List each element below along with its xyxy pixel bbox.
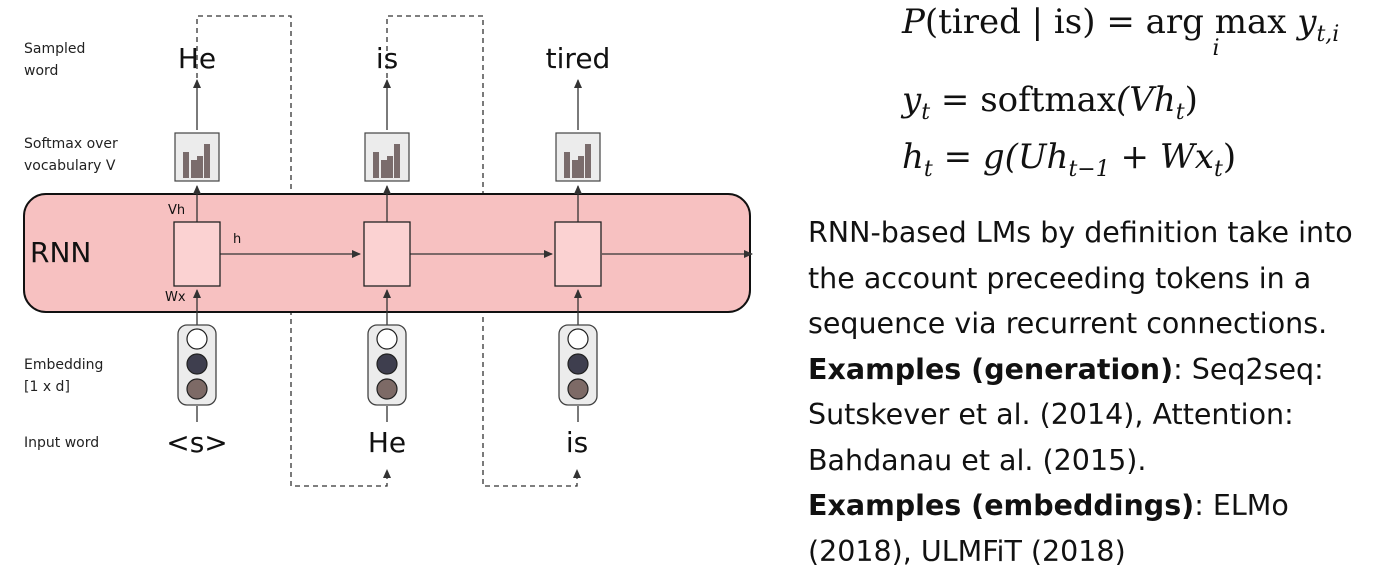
eq3-close: ) bbox=[1222, 137, 1237, 177]
eq1-rhs-sub: t,i bbox=[1316, 22, 1340, 47]
softmax-bar-1-1 bbox=[183, 152, 189, 178]
equation-3: ht = g(Uht−1 + Wxt) bbox=[902, 137, 1237, 181]
embedding-dot-3-2 bbox=[567, 353, 589, 375]
softmax-bar-2-3 bbox=[387, 156, 393, 178]
eq3-equals: = bbox=[943, 137, 973, 177]
eq2-arg: (Vh bbox=[1116, 80, 1176, 120]
generation-body: : Seq2seq: Sutskever et al. (2014), Atte… bbox=[808, 352, 1324, 477]
eq3-var: h bbox=[902, 137, 924, 177]
embeddings-heading: Examples (embeddings) bbox=[808, 489, 1195, 522]
rnn-cell-2 bbox=[363, 221, 411, 287]
eq3-plus: + Wx bbox=[1109, 137, 1214, 177]
eq1-lhs-fn: P bbox=[902, 2, 925, 42]
input-word-3: is bbox=[565, 426, 589, 459]
rnn-diagram: Sampled word Softmax over vocabulary V E… bbox=[23, 15, 753, 487]
embedding-dot-1-1 bbox=[186, 328, 208, 350]
eq3-g: g(Uh bbox=[982, 137, 1069, 177]
embedding-label-line2: [1 x d] bbox=[24, 379, 70, 395]
rnn-cell-1 bbox=[173, 221, 221, 287]
softmax-bar-3-3 bbox=[578, 156, 584, 178]
eq2-sub: t bbox=[921, 100, 931, 125]
feedback-loop-2 bbox=[386, 15, 581, 487]
sampled-word-1: He bbox=[177, 42, 217, 75]
eq1-equals: = bbox=[1106, 2, 1135, 42]
eq3-sub: t bbox=[923, 157, 933, 182]
softmax-label-line2: vocabulary V bbox=[24, 158, 116, 174]
intro-text: RNN-based LMs by definition take into th… bbox=[808, 216, 1353, 340]
wx-label: Wx bbox=[165, 290, 186, 305]
sampled-word-label-line1: Sampled bbox=[24, 41, 86, 57]
eq2-fn: softmax bbox=[980, 80, 1117, 120]
eq2-arg-sub: t bbox=[1175, 100, 1185, 125]
embedding-dot-2-2 bbox=[376, 353, 398, 375]
embedding-dot-1-3 bbox=[186, 378, 208, 400]
eq1-rhs-var: y bbox=[1297, 2, 1317, 42]
softmax-label-line1: Softmax over bbox=[24, 136, 118, 152]
input-word-2: He bbox=[367, 426, 407, 459]
description-text: RNN-based LMs by definition take into th… bbox=[808, 210, 1398, 574]
input-word-1: <s> bbox=[166, 426, 228, 459]
h-label: h bbox=[233, 232, 242, 247]
eq1-lhs-args: (tired | is) bbox=[924, 2, 1096, 42]
sampled-word-2: is bbox=[375, 42, 399, 75]
rnn-label: RNN bbox=[30, 236, 92, 269]
eq2-equals: = bbox=[940, 80, 970, 120]
eq1-argmax-op: arg max bbox=[1145, 2, 1287, 42]
eq3-x-sub: t bbox=[1213, 157, 1223, 182]
embedding-label-line1: Embedding bbox=[24, 357, 104, 373]
rnn-cell-3 bbox=[554, 221, 602, 287]
equation-2: yt = softmax(Vht) bbox=[902, 80, 1198, 124]
diagram-graphics bbox=[23, 15, 753, 487]
sampled-word-3: tired bbox=[545, 42, 611, 75]
softmax-bar-3-2 bbox=[572, 160, 578, 178]
embedding-dot-2-1 bbox=[376, 328, 398, 350]
eq2-close: ) bbox=[1184, 80, 1198, 120]
softmax-bar-3-4 bbox=[585, 144, 591, 178]
softmax-bar-2-1 bbox=[373, 152, 379, 178]
embedding-dot-3-3 bbox=[567, 378, 589, 400]
vh-label: Vh bbox=[168, 203, 186, 218]
time-steps bbox=[173, 79, 602, 422]
softmax-label: Softmax over vocabulary V bbox=[24, 133, 118, 177]
input-word-label: Input word bbox=[24, 435, 100, 451]
eq2-var: y bbox=[902, 80, 922, 120]
sampled-word-label: Sampled word bbox=[24, 38, 85, 82]
generation-heading: Examples (generation) bbox=[808, 352, 1174, 386]
embedding-dot-2-3 bbox=[376, 378, 398, 400]
softmax-bar-2-2 bbox=[381, 160, 387, 178]
eq1-argmax-sub: i bbox=[1212, 36, 1220, 61]
softmax-bar-2-4 bbox=[394, 144, 400, 178]
embedding-dot-1-2 bbox=[186, 353, 208, 375]
embeddings-body: : ELMo (2018), ULMFiT (2018) bbox=[808, 489, 1289, 568]
embedding-label: Embedding [1 x d] bbox=[24, 354, 103, 398]
softmax-bar-3-1 bbox=[564, 152, 570, 178]
embedding-dot-3-1 bbox=[567, 328, 589, 350]
softmax-bar-1-2 bbox=[191, 160, 197, 178]
eq3-g-sub: t−1 bbox=[1068, 157, 1110, 182]
softmax-bar-1-4 bbox=[204, 144, 210, 178]
sampled-word-label-line2: word bbox=[24, 63, 59, 79]
softmax-bar-1-3 bbox=[197, 156, 203, 178]
